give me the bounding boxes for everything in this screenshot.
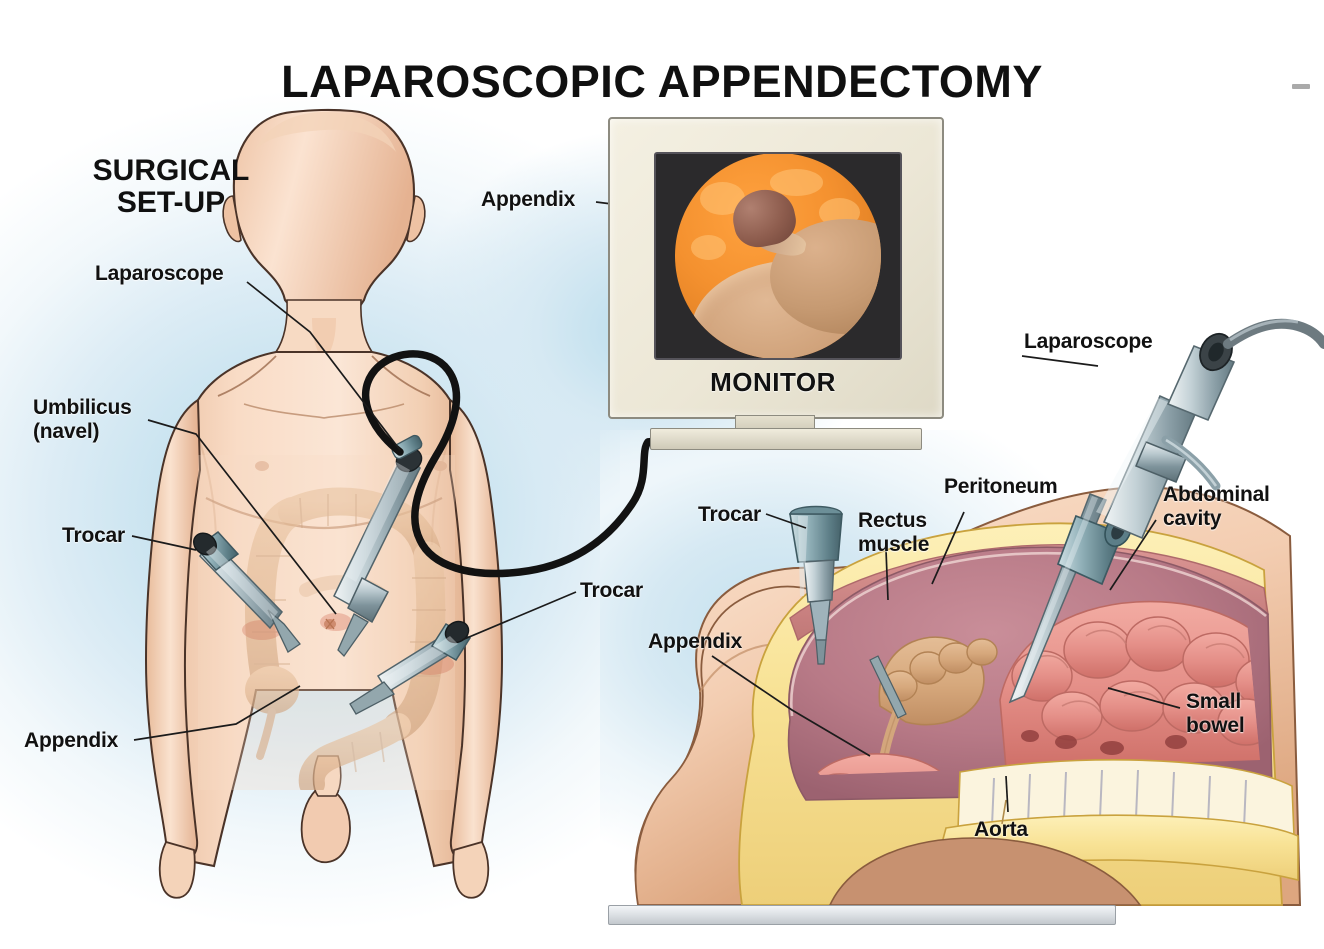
label-appendix-cross-section: Appendix bbox=[648, 630, 743, 653]
operating-table bbox=[608, 905, 1116, 925]
label-laparoscope-right: Laparoscope bbox=[1024, 330, 1153, 353]
patient-figure bbox=[144, 108, 666, 899]
monitor bbox=[608, 117, 944, 419]
surgical-setup-heading: SURGICAL SET-UP bbox=[92, 154, 250, 220]
label-rectus-muscle: Rectus muscle bbox=[858, 509, 930, 556]
label-small-bowel: Small bowel bbox=[1186, 690, 1245, 737]
monitor-base bbox=[650, 428, 922, 450]
label-aorta: Aorta bbox=[974, 818, 1028, 841]
corner-mark bbox=[1292, 84, 1310, 89]
label-abdominal-cavity: Abdominal cavity bbox=[1163, 483, 1270, 530]
label-laparoscope-left: Laparoscope bbox=[95, 262, 224, 285]
endoscopic-view bbox=[675, 154, 881, 358]
monitor-screen bbox=[654, 152, 902, 360]
cecum-appendix bbox=[869, 636, 998, 775]
label-trocar-cross-section: Trocar bbox=[698, 503, 761, 526]
label-appendix-left: Appendix bbox=[24, 729, 119, 752]
label-monitor: MONITOR bbox=[710, 367, 836, 397]
page-title: LAPAROSCOPIC APPENDECTOMY bbox=[281, 56, 1043, 107]
leader-laparoscope-right bbox=[1021, 355, 1099, 367]
label-appendix-monitor: Appendix bbox=[481, 188, 576, 211]
label-umbilicus: Umbilicus (navel) bbox=[33, 396, 132, 443]
label-trocar-right: Trocar bbox=[580, 579, 643, 602]
label-peritoneum: Peritoneum bbox=[944, 475, 1058, 498]
laparoscope-right-panel bbox=[1008, 318, 1324, 704]
label-trocar-left: Trocar bbox=[62, 524, 125, 547]
